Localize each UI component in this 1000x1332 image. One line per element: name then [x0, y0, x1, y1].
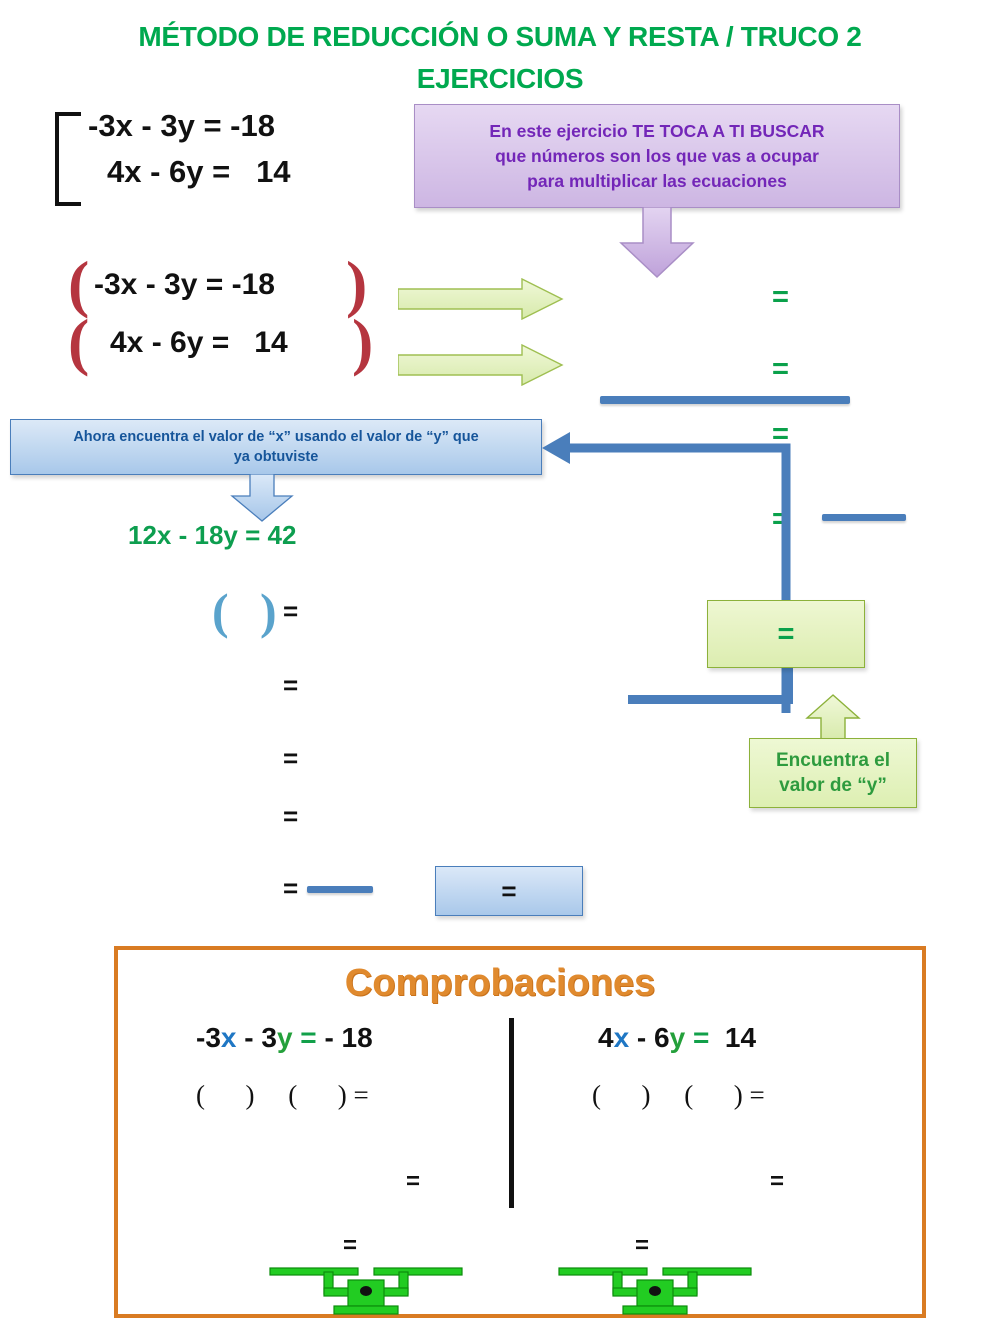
veq-left-result: - 18: [324, 1022, 373, 1053]
verification-parens-left: ( ) ( ) =: [196, 1080, 369, 1110]
veq-left-prefix: -3: [196, 1022, 221, 1053]
bracket-close-1: ): [346, 248, 368, 319]
verification-left-equals-2: =: [406, 1168, 421, 1195]
work-equals-3: =: [283, 743, 299, 773]
purple-line-1: En este ejercicio TE TOCA A TI BUSCAR: [489, 120, 825, 141]
verification-parens-right: ( ) ( ) =: [592, 1080, 765, 1110]
bracket-open-1: (: [68, 248, 90, 319]
instruction-callout-blue: Ahora encuentra el valor de “x” usando e…: [10, 419, 542, 475]
bracketed-row-2: ( 4x - 6y = 14 ): [68, 306, 388, 377]
work-equals-1: =: [283, 596, 299, 626]
veq-right-equals: =: [685, 1022, 718, 1053]
work-paren-open: (: [212, 583, 229, 639]
answer-blank-line-mid: [307, 886, 373, 893]
blue-connector-lower-segment: [784, 668, 793, 704]
green-line-1: Encuentra el: [775, 750, 891, 771]
blue-connector-bottom-segment: [628, 695, 793, 704]
work-parentheses-group: ( ): [212, 583, 294, 640]
right-column-equals-1: =: [772, 281, 789, 313]
blue-line-1: Ahora encuentra el valor de “x” usando e…: [73, 429, 479, 445]
original-system: -3x - 3y = -18 4x - 6y = 14: [55, 104, 385, 206]
system-equation-2: 4x - 6y = 14: [107, 154, 291, 189]
verification-panel-divider: [509, 1018, 514, 1208]
veq-left-mid: - 3: [236, 1022, 277, 1053]
bracketed-equation-2: 4x - 6y = 14: [110, 326, 288, 359]
page-title-line2: EJERCICIOS: [416, 63, 584, 94]
answer-blank-line-long: [600, 396, 850, 404]
veq-right-result: 14: [717, 1022, 757, 1053]
instruction-callout-purple-text: En este ejercicio TE TOCA A TI BUSCAR qu…: [479, 119, 834, 194]
green-up-arrow-icon: [805, 694, 861, 742]
bracketed-row-1: ( -3x - 3y = -18 ): [68, 252, 388, 318]
blue-line-2: ya obtuviste: [233, 449, 319, 465]
veq-right-x: x: [613, 1022, 630, 1053]
verification-equation-left: -3x - 3y = - 18: [196, 1022, 373, 1054]
page-title-line1: MÉTODO DE REDUCCIÓN O SUMA Y RESTA / TRU…: [138, 21, 862, 52]
instruction-callout-blue-text: Ahora encuentra el valor de “x” usando e…: [61, 427, 490, 467]
verification-right-equals-2: =: [770, 1168, 785, 1195]
system-equation-1: -3x - 3y = -18: [88, 108, 275, 143]
green-line-2: valor de “y”: [779, 775, 887, 796]
veq-left-x: x: [220, 1022, 237, 1053]
work-equals-4: =: [283, 801, 299, 831]
bracket-open-2: (: [68, 306, 90, 377]
purple-down-arrow-icon: [615, 206, 699, 279]
right-column-equals-3: =: [772, 418, 789, 450]
answer-blank-line-short: [822, 514, 906, 521]
instruction-callout-purple: En este ejercicio TE TOCA A TI BUSCAR qu…: [414, 104, 900, 208]
verification-equation-right: 4x - 6y = 14: [598, 1022, 756, 1054]
verification-panel-title: Comprobaciones: [344, 962, 656, 1004]
verification-panel: [114, 946, 926, 1318]
blue-connector-arrow-icon: [540, 418, 940, 718]
right-column-equals-2: =: [772, 353, 789, 385]
green-right-arrow-icon-1: [397, 277, 564, 321]
veq-right-y: y: [669, 1022, 686, 1053]
work-paren-close: ): [260, 583, 277, 639]
system-brace-icon: [55, 112, 81, 206]
purple-line-2: que números son los que vas a ocupar: [495, 145, 819, 166]
result-box-green: =: [707, 600, 865, 668]
veq-right-mid: - 6: [629, 1022, 670, 1053]
bracketed-system: ( -3x - 3y = -18 ) ( 4x - 6y = 14 ): [68, 252, 388, 382]
balance-scale-icon-left: [268, 1260, 464, 1316]
blue-down-arrow-icon: [226, 473, 298, 522]
result-box-blue-equals: =: [501, 876, 517, 906]
multiplied-equation: 12x - 18y = 42: [128, 520, 297, 550]
bracketed-equation-1: -3x - 3y = -18: [94, 268, 275, 301]
veq-right-prefix: 4: [598, 1022, 614, 1053]
instruction-callout-green-text: Encuentra el valor de “y”: [776, 748, 890, 798]
work-equals-2: =: [283, 670, 299, 700]
veq-left-equals: =: [292, 1022, 325, 1053]
result-box-green-equals: =: [777, 617, 795, 650]
verification-left-equals-3: =: [343, 1232, 358, 1259]
verification-right-equals-3: =: [635, 1232, 650, 1259]
balance-scale-icon-right: [557, 1260, 753, 1316]
bracket-close-2: ): [352, 306, 374, 377]
veq-left-y: y: [276, 1022, 293, 1053]
instruction-callout-green: Encuentra el valor de “y”: [749, 738, 917, 808]
green-right-arrow-icon-2: [397, 343, 564, 387]
result-box-blue: =: [435, 866, 583, 916]
purple-line-3: para multiplicar las ecuaciones: [527, 170, 787, 191]
work-equals-5: =: [283, 873, 299, 903]
